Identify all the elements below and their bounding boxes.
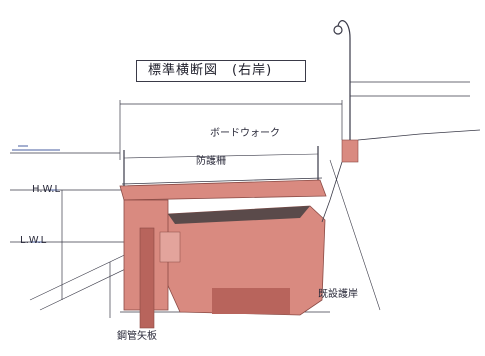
boardwalk-label: ボードウォーク bbox=[210, 128, 280, 139]
boardwalk-deck bbox=[119, 177, 327, 201]
slope-line bbox=[321, 161, 343, 223]
railing bbox=[123, 146, 319, 186]
right-bank bbox=[321, 129, 481, 223]
lamp-head bbox=[333, 25, 343, 35]
retaining-structure bbox=[123, 199, 326, 329]
hwl-label: H.W.L bbox=[32, 184, 61, 195]
leader-line-3 bbox=[329, 159, 381, 311]
deck-slab bbox=[119, 179, 327, 201]
water-marks bbox=[12, 145, 60, 243]
leader-line-1 bbox=[29, 249, 136, 301]
leader-lines bbox=[29, 159, 381, 311]
steel-sheet-pile bbox=[139, 227, 155, 329]
sheet-pile-label: 鋼管矢板 bbox=[117, 331, 157, 342]
inner-block bbox=[159, 231, 181, 263]
stone-layer bbox=[168, 206, 310, 224]
railing-rail bbox=[123, 153, 319, 159]
leader-line-2 bbox=[39, 261, 141, 311]
footing bbox=[212, 288, 290, 314]
revetment-label: 既設護岸 bbox=[318, 289, 358, 300]
bank-wall bbox=[341, 139, 359, 163]
drawing-title: 標準横断図 (右岸) bbox=[148, 63, 273, 78]
ground-line bbox=[357, 129, 481, 141]
deck-edge bbox=[121, 177, 323, 185]
lwl-label: L.W.L bbox=[20, 235, 47, 246]
lamp-arm bbox=[337, 20, 351, 39]
railing-label: 防護柵 bbox=[196, 156, 226, 167]
title-frame bbox=[136, 60, 306, 82]
street-lamp-icon bbox=[333, 20, 351, 140]
